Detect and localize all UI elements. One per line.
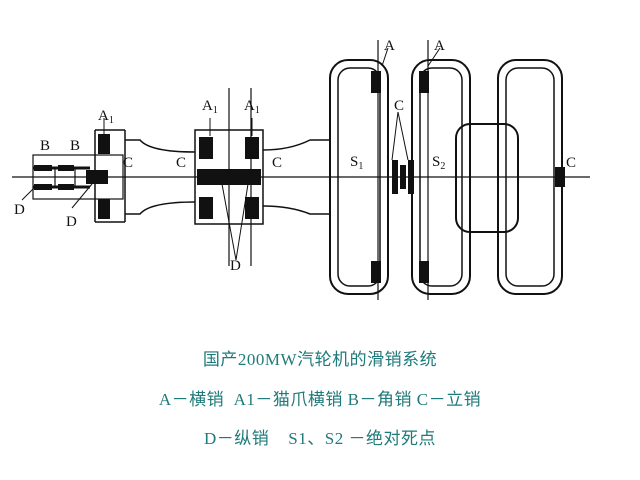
- label-A1-mid-right: A1: [244, 98, 260, 116]
- cylinder-2: [411, 40, 471, 300]
- turbine-slide-pin-diagram: A A A1 A1 A1 B B C C C C C D D D S1 S2: [12, 38, 590, 300]
- coupling-pins: [392, 160, 414, 194]
- front-bearing-housing: [32, 129, 196, 223]
- label-C-rear: C: [566, 155, 576, 171]
- cylinder-1: [329, 40, 389, 300]
- label-C-front: C: [123, 155, 133, 171]
- label-S2: S2: [432, 154, 445, 172]
- label-A-right: A: [434, 38, 445, 54]
- label-C-mid-right: C: [272, 155, 282, 171]
- label-D-mid: D: [230, 258, 241, 274]
- label-S1: S1: [350, 154, 363, 172]
- label-D-left: D: [14, 202, 25, 218]
- label-B-right: B: [70, 138, 80, 154]
- cylinder-3: [455, 59, 565, 295]
- label-B-left: B: [40, 138, 50, 154]
- leader-lines: [21, 47, 441, 261]
- caption-legend-1: A－横销 A1－猫爪横销 B－角销 C－立销: [158, 390, 482, 409]
- label-A-left: A: [384, 38, 395, 54]
- caption-title: 国产200MW汽轮机的滑销系统: [202, 350, 438, 369]
- label-C-coupling: C: [394, 98, 404, 114]
- label-D-front: D: [66, 214, 77, 230]
- label-C-mid-left: C: [176, 155, 186, 171]
- label-A1-mid-left: A1: [202, 98, 218, 116]
- left-pins: [34, 165, 108, 190]
- diagram-labels: A A A1 A1 A1 B B C C C C C D D D S1 S2: [14, 38, 576, 274]
- middle-bearing-housing: [194, 88, 330, 266]
- caption-legend-2: D－纵销 S1、S2 －绝对死点: [204, 429, 436, 448]
- label-A1-front: A1: [98, 108, 114, 126]
